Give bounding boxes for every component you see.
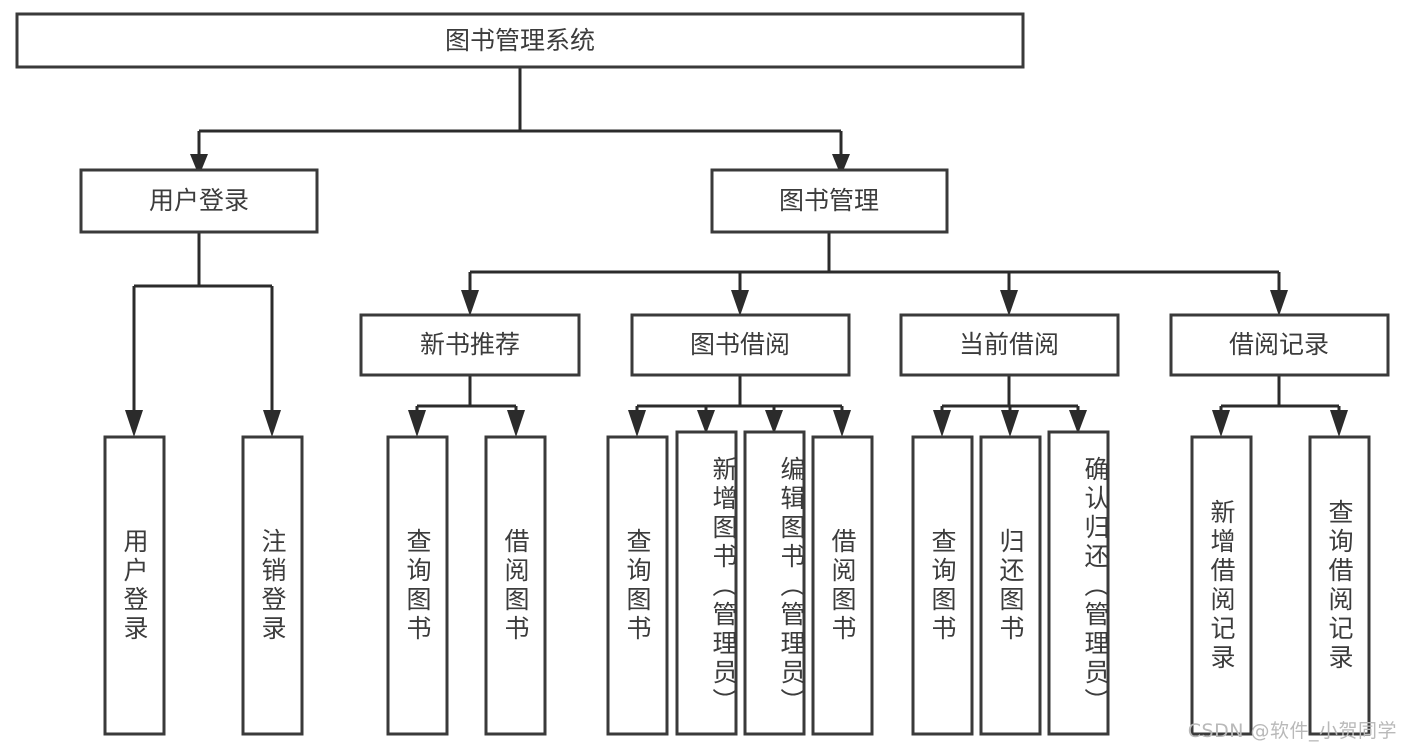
- leaf-boxes: [103, 430, 1371, 736]
- connector-bookmanage-to-level3: [461, 232, 1288, 316]
- leaf-box[interactable]: [484, 435, 547, 736]
- arrow-head-icon: [1212, 410, 1230, 437]
- node-book-borrow[interactable]: 图书借阅: [630, 313, 851, 377]
- leaf-box[interactable]: [675, 430, 738, 736]
- node-new-book-recommend[interactable]: 新书推荐: [359, 313, 581, 377]
- arrow-head-icon: [1000, 290, 1018, 316]
- arrow-head-icon: [697, 410, 715, 434]
- leaf-box[interactable]: [743, 430, 806, 736]
- leaf-box[interactable]: [911, 435, 974, 736]
- leaf-box[interactable]: [1190, 435, 1253, 736]
- node-current-borrow[interactable]: 当前借阅: [899, 313, 1120, 377]
- arrow-head-icon: [933, 410, 951, 437]
- connector-newbook-to-leaves: [408, 375, 525, 437]
- leaf-box[interactable]: [386, 435, 449, 736]
- connector-borrowrecord-to-leaves: [1212, 375, 1348, 437]
- arrow-head-icon: [263, 410, 281, 437]
- connector-currentborrow-to-leaves: [933, 375, 1087, 437]
- watermark-text: CSDN @软件_小贺同学: [1187, 720, 1397, 742]
- arrow-head-icon: [832, 154, 850, 176]
- leaf-box[interactable]: [1047, 430, 1110, 736]
- node-book-manage-label: 图书管理: [779, 186, 879, 215]
- node-current-borrow-label: 当前借阅: [959, 330, 1059, 359]
- arrow-head-icon: [1330, 410, 1348, 437]
- arrow-head-icon: [1001, 410, 1019, 437]
- connector-userlogin-to-leaves: [125, 232, 281, 437]
- arrow-head-icon: [408, 410, 426, 437]
- node-root[interactable]: 图书管理系统: [15, 12, 1025, 69]
- leaf-box[interactable]: [103, 435, 166, 736]
- connector-bookborrow-to-leaves: [628, 375, 851, 437]
- arrow-head-icon: [1270, 290, 1288, 316]
- arrow-head-icon: [731, 290, 749, 316]
- leaf-box[interactable]: [241, 435, 304, 736]
- node-user-login-label: 用户登录: [149, 186, 249, 215]
- leaf-box[interactable]: [979, 435, 1042, 736]
- arrow-head-icon: [461, 290, 479, 316]
- arrow-head-icon: [125, 410, 143, 437]
- node-user-login[interactable]: 用户登录: [79, 168, 319, 234]
- node-borrow-record[interactable]: 借阅记录: [1169, 313, 1390, 377]
- leaf-box[interactable]: [811, 435, 874, 736]
- arrow-head-icon: [765, 410, 783, 434]
- arrow-head-icon: [1069, 410, 1087, 434]
- node-book-manage[interactable]: 图书管理: [710, 168, 949, 234]
- leaf-box[interactable]: [1308, 435, 1371, 736]
- node-book-borrow-label: 图书借阅: [690, 330, 790, 359]
- arrow-head-icon: [507, 410, 525, 437]
- node-new-book-recommend-label: 新书推荐: [420, 330, 520, 359]
- arrow-head-icon: [833, 410, 851, 437]
- node-root-label: 图书管理系统: [445, 26, 595, 55]
- arrow-head-icon: [190, 154, 208, 176]
- connector-root-to-level2: [190, 67, 850, 176]
- arrow-head-icon: [628, 410, 646, 437]
- leaf-box[interactable]: [606, 435, 669, 736]
- node-borrow-record-label: 借阅记录: [1229, 330, 1329, 359]
